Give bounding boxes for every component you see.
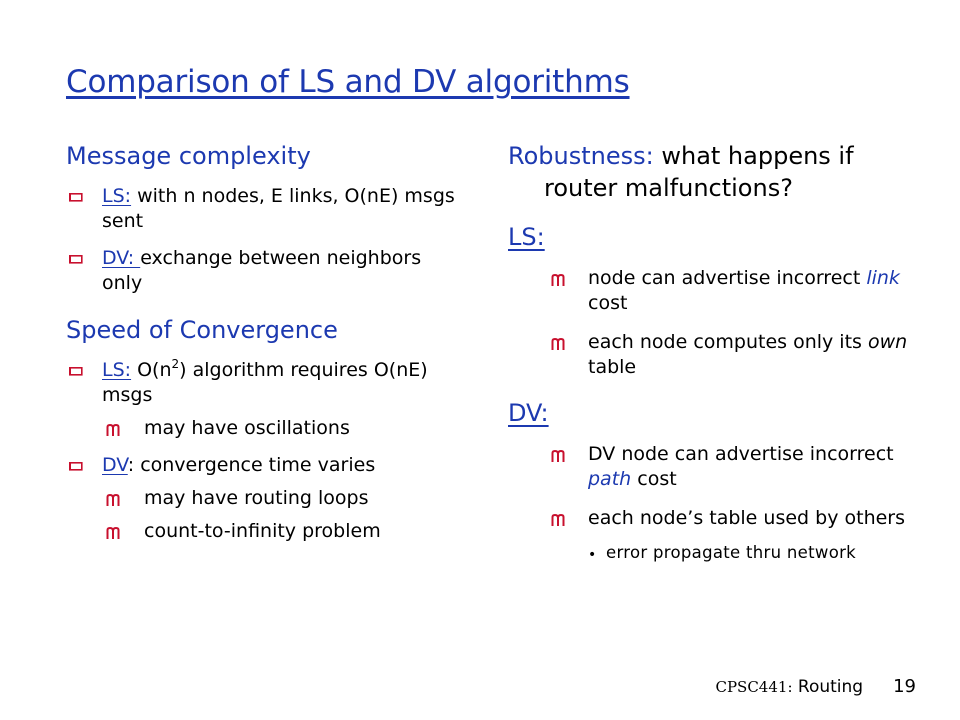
ls-header: LS:: [508, 223, 545, 251]
item-text: table: [588, 356, 637, 378]
speed-of-convergence-header: Speed of Convergence: [66, 316, 338, 344]
list-item: count-to-infinity problem: [66, 519, 466, 544]
item-text: cost: [631, 468, 677, 490]
item-text: : convergence time varies: [127, 454, 376, 476]
robustness-text: what happens if router malfunctions?: [544, 142, 854, 202]
checkbox-bullet-icon: [69, 255, 83, 264]
ls-tag: LS:: [102, 185, 132, 207]
dv-tag: DV:: [102, 247, 141, 269]
m-bullet-icon: [106, 527, 120, 539]
item-text: cost: [588, 292, 628, 314]
dv-tag: DV: [102, 454, 128, 476]
item-text: may have oscillations: [144, 417, 350, 439]
page-number: 19: [893, 676, 916, 697]
item-text: may have routing loops: [144, 487, 369, 509]
item-text: error propagate thru network: [606, 543, 857, 562]
item-text: O(n: [131, 359, 172, 381]
list-item: LS: with n nodes, E links, O(nE) msgs se…: [66, 184, 466, 234]
list-item: may have oscillations: [66, 416, 466, 441]
m-bullet-icon: [106, 424, 120, 436]
m-bullet-icon: [551, 514, 565, 526]
list-item: each node’s table used by others: [508, 506, 928, 531]
emphasis-text: path: [588, 468, 632, 490]
robustness-label: Robustness:: [508, 142, 654, 170]
item-text: each node computes only its: [588, 331, 868, 353]
ls-robustness-list: node can advertise incorrect link cost e…: [508, 266, 928, 380]
dv-robustness-list: DV node can advertise incorrect path cos…: [508, 442, 928, 565]
item-text: count-to-infinity problem: [144, 520, 381, 542]
message-complexity-header: Message complexity: [66, 142, 311, 170]
m-bullet-icon: [551, 274, 565, 286]
footer-course: CPSC441:: [715, 678, 793, 696]
list-item: node can advertise incorrect link cost: [508, 266, 928, 316]
dot-bullet-icon: •: [588, 547, 597, 563]
item-text: with n nodes, E links, O(nE) msgs sent: [102, 185, 455, 232]
checkbox-bullet-icon: [69, 462, 83, 471]
list-item: may have routing loops: [66, 486, 466, 511]
checkbox-bullet-icon: [69, 193, 83, 202]
list-item: DV: convergence time varies: [66, 453, 466, 478]
list-item: each node computes only its own table: [508, 330, 928, 380]
emphasis-text: own: [867, 331, 908, 353]
right-column: Robustness: what happens if router malfu…: [508, 140, 928, 565]
list-item: DV node can advertise incorrect path cos…: [508, 442, 928, 492]
item-text: each node’s table used by others: [588, 507, 906, 529]
message-list: LS: with n nodes, E links, O(nE) msgs se…: [66, 184, 466, 296]
emphasis-text: link: [866, 267, 900, 289]
m-bullet-icon: [551, 450, 565, 462]
slide-title: Comparison of LS and DV algorithms: [66, 64, 630, 100]
item-text: DV node can advertise incorrect: [588, 443, 894, 465]
footer-topic: Routing: [792, 677, 864, 697]
ls-tag: LS:: [102, 359, 132, 381]
checkbox-bullet-icon: [69, 367, 83, 376]
list-item: LS: O(n2) algorithm requires O(nE) msgs: [66, 358, 466, 408]
speed-list: LS: O(n2) algorithm requires O(nE) msgs …: [66, 358, 466, 544]
item-text: exchange between neighbors only: [102, 247, 422, 294]
robustness-heading: Robustness: what happens if router malfu…: [508, 140, 928, 204]
list-item: • error propagate thru network: [508, 541, 928, 565]
slide-footer: CPSC441: Routing 19: [715, 676, 916, 697]
list-item: DV: exchange between neighbors only: [66, 246, 466, 296]
m-bullet-icon: [551, 338, 565, 350]
superscript: 2: [171, 357, 180, 371]
item-text: ) algorithm requires O(nE) msgs: [102, 359, 428, 406]
left-column: Message complexity LS: with n nodes, E l…: [66, 140, 466, 544]
m-bullet-icon: [106, 494, 120, 506]
item-text: node can advertise incorrect: [588, 267, 867, 289]
dv-header: DV:: [508, 399, 549, 427]
